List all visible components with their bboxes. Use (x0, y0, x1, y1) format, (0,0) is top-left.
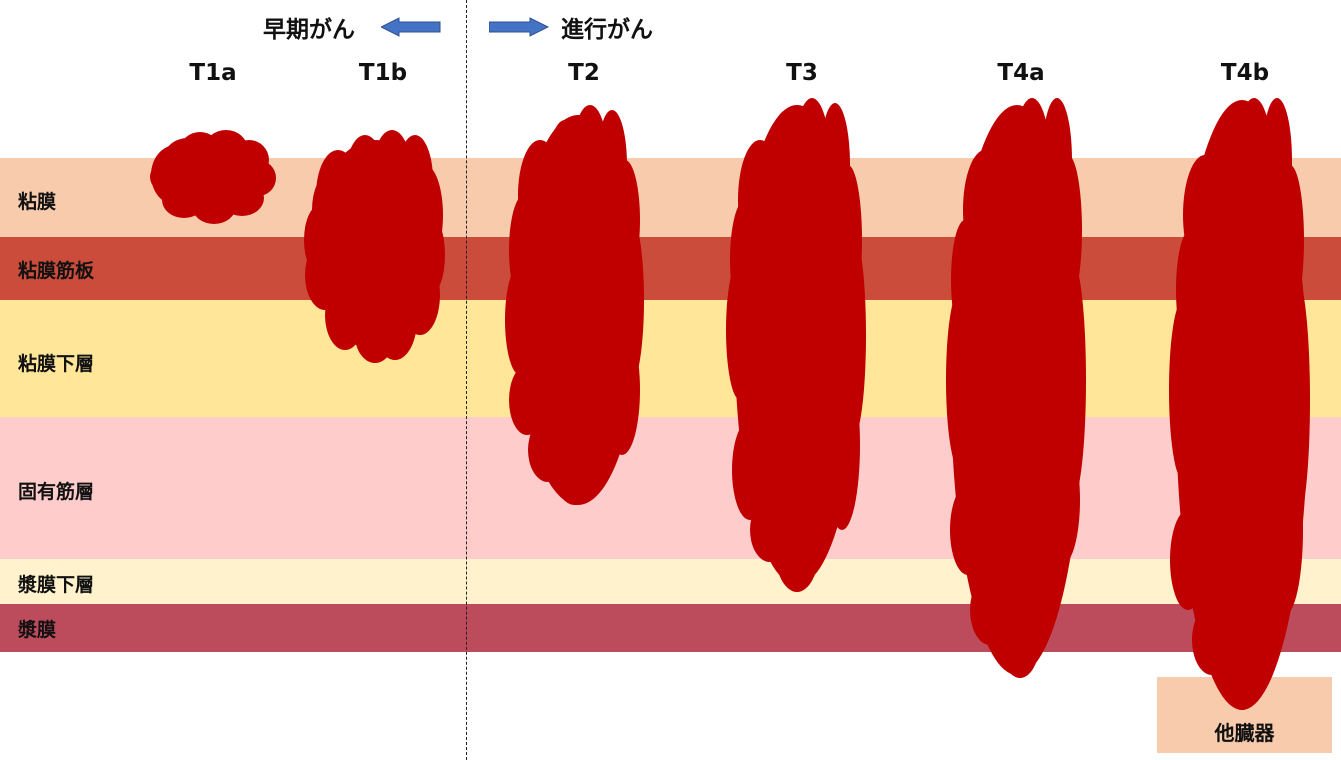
layer-muscularis-mucosae (0, 237, 1341, 300)
tumor-t3-lobe (732, 420, 768, 520)
tumor-t4a-lobe (950, 485, 986, 575)
tumor-t4b-lobe (1236, 98, 1272, 222)
tumor-t4a-lobe (1000, 602, 1040, 678)
layer-subserosa (0, 559, 1341, 604)
layer-label-mucosa: 粘膜 (18, 191, 57, 213)
stage-label-t3: T3 (786, 60, 818, 86)
tumor-t2 (505, 105, 644, 505)
layer-serosa (0, 604, 1341, 652)
tumor-t1b-lobe (312, 175, 344, 245)
tumor-t3-lobe (730, 200, 760, 320)
stage-label-t4b: T4b (1220, 60, 1270, 86)
layer-label-serosa: 漿膜 (18, 619, 57, 641)
tumor-t4b-lobe (1170, 510, 1206, 610)
tumor-t1b-lobe (355, 307, 395, 363)
layer-label-muscularis-propria: 固有筋層 (18, 481, 95, 503)
tumor-t1b (304, 130, 445, 363)
tumor-t4a (946, 98, 1086, 678)
stage-label-t4a: T4a (997, 60, 1045, 86)
layer-label-submucosa: 粘膜下層 (18, 353, 95, 375)
tumor-t2-lobe (528, 418, 568, 482)
tumor-t3-lobe (750, 498, 790, 562)
layer-muscularis-propria (0, 417, 1341, 559)
tumor-t4a-lobe (1014, 98, 1050, 222)
tumor-t4b-lobe (1256, 565, 1288, 635)
tumor-t3-lobe (804, 470, 836, 530)
early-cancer-label: 早期がん (263, 17, 355, 43)
stage-label-t1b: T1b (358, 60, 408, 86)
tumor-t1a-lobe (151, 145, 201, 205)
tumor-t2-lobe (509, 195, 539, 305)
layer-label-muscularis-mucosae: 粘膜筋板 (18, 260, 95, 282)
tumor-t4a-lobe (970, 575, 1010, 645)
tumor-t4b-lobe (1176, 230, 1204, 350)
tumor-t3 (726, 98, 866, 592)
layer-submucosa (0, 300, 1341, 417)
tumor-t4a-lobe (951, 220, 979, 340)
right-arrow-icon (489, 17, 549, 37)
left-arrow-icon (381, 17, 441, 37)
tumor-t1a (150, 130, 276, 224)
tumor-t2-lobe (509, 365, 545, 435)
advanced-cancer-label: 進行がん (561, 17, 653, 43)
layer-label-subserosa: 漿膜下層 (18, 574, 95, 596)
stage-label-t2: T2 (568, 60, 600, 86)
tumor-t4b-lobe (1192, 605, 1232, 675)
tumor-t4a-lobe (1034, 515, 1066, 605)
tumor-t4b (1169, 98, 1310, 710)
tumor-t3-lobe (794, 98, 830, 222)
tumor-t4b-lobe (1222, 630, 1262, 710)
early-advanced-divider (466, 0, 467, 760)
stage-label-t1a: T1a (189, 60, 237, 86)
other-organ-label: 他臓器 (1214, 721, 1275, 745)
